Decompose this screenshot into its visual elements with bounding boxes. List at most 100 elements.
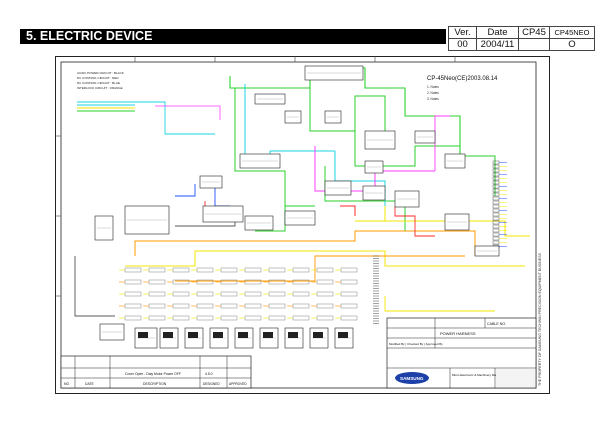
wire — [229, 67, 461, 156]
connector — [196, 267, 214, 273]
revision-strip: Cover Open - Daly Motor Power OFF 4.5.0 … — [60, 355, 252, 389]
note-1: 1. Notes — [427, 85, 439, 89]
wire — [77, 101, 215, 135]
connector — [220, 291, 238, 297]
connector — [244, 291, 262, 297]
connector — [148, 315, 166, 321]
ver-header: Ver. — [448, 26, 477, 39]
connector — [340, 315, 358, 321]
motor-icon — [188, 332, 198, 338]
motor-icon — [288, 332, 298, 338]
model-value — [518, 38, 550, 51]
connector — [124, 315, 142, 321]
motor-icon — [338, 332, 348, 338]
date-header: Date — [476, 26, 519, 39]
connector — [220, 267, 238, 273]
legend-label: DC CONTROL CIRCUIT : RED — [77, 76, 119, 80]
connector — [148, 279, 166, 285]
terminal-pin — [492, 172, 500, 177]
connector — [316, 303, 334, 309]
drawing-border — [55, 56, 550, 394]
terminal-pin — [492, 160, 500, 165]
connector — [124, 291, 142, 297]
connector — [220, 315, 238, 321]
motor-icon — [313, 332, 323, 338]
connector — [268, 267, 286, 273]
note-3: 3. Notes — [427, 97, 439, 101]
motor-icon — [163, 332, 173, 338]
diagram-title: CP-45Neo(CE)2003.08.14 — [427, 76, 498, 82]
connector — [316, 315, 334, 321]
terminal-pin — [492, 184, 500, 189]
connector — [316, 267, 334, 273]
connector — [172, 267, 190, 273]
motor-icon — [138, 332, 148, 338]
col-no: NO — [64, 382, 69, 386]
col-designed: DESIGNED — [203, 382, 220, 386]
connector — [268, 303, 286, 309]
terminal-pin — [492, 164, 500, 169]
drawing-title: POWER HARNESS — [440, 331, 476, 336]
wire — [125, 250, 525, 267]
connector — [196, 291, 214, 297]
components — [94, 65, 507, 349]
motor-icon — [263, 332, 273, 338]
terminal-pin — [492, 216, 500, 221]
connector — [292, 315, 310, 321]
wire — [74, 256, 115, 317]
logo-text: SAMSUNG — [400, 376, 424, 381]
legend-label: AC/DC POWER CIRCUIT : BLACK — [77, 71, 124, 75]
terminal-pin — [492, 196, 500, 201]
terminal-pin — [492, 180, 500, 185]
terminal-pin — [492, 176, 500, 181]
revision-row-version: 4.5.0 — [205, 372, 213, 376]
connector — [148, 267, 166, 273]
connector — [172, 303, 190, 309]
inner-border — [60, 61, 537, 389]
terminal-pin — [492, 188, 500, 193]
model-neo-value: O — [549, 38, 595, 51]
terminal-pin — [492, 208, 500, 213]
connector — [124, 303, 142, 309]
connector — [220, 303, 238, 309]
wire — [340, 205, 356, 216]
wire — [134, 230, 476, 256]
connector — [124, 279, 142, 285]
ver-value: 00 — [448, 38, 477, 51]
wire — [155, 105, 221, 120]
zone-ticks — [55, 56, 456, 297]
connector — [292, 303, 310, 309]
connector — [172, 291, 190, 297]
connector — [172, 315, 190, 321]
wire — [384, 296, 495, 312]
connector — [340, 279, 358, 285]
connector — [292, 291, 310, 297]
motor-icon — [238, 332, 248, 338]
connector — [316, 279, 334, 285]
wire — [234, 88, 315, 207]
col-approved: APPROVED — [229, 382, 247, 386]
connector — [340, 291, 358, 297]
connector — [268, 291, 286, 297]
terminal-pin — [492, 236, 500, 241]
notes-block: 1. Notes 2. Notes 3. Notes — [427, 85, 439, 101]
date-value: 2004/11 — [476, 38, 519, 51]
revision-table: Ver. Date CP45 CP45NEO 00 2004/11 O — [448, 26, 595, 51]
terminal-pin — [492, 204, 500, 209]
wire — [354, 95, 386, 131]
terminal-pin — [492, 200, 500, 205]
wire — [309, 88, 460, 167]
wire — [434, 115, 450, 171]
terminal-pin — [492, 168, 500, 173]
connector — [196, 315, 214, 321]
connector — [292, 267, 310, 273]
legend-label: DC CONTROL CIRCUIT : BLUE — [77, 81, 120, 85]
company-name: Micro-Electronic & Machinery Manufacturi… — [452, 373, 511, 377]
connector — [340, 303, 358, 309]
revision-row-desc: Cover Open - Daly Motor Power OFF — [125, 372, 181, 376]
wire — [460, 155, 496, 196]
connector — [196, 303, 214, 309]
connector — [124, 267, 142, 273]
connector — [244, 303, 262, 309]
